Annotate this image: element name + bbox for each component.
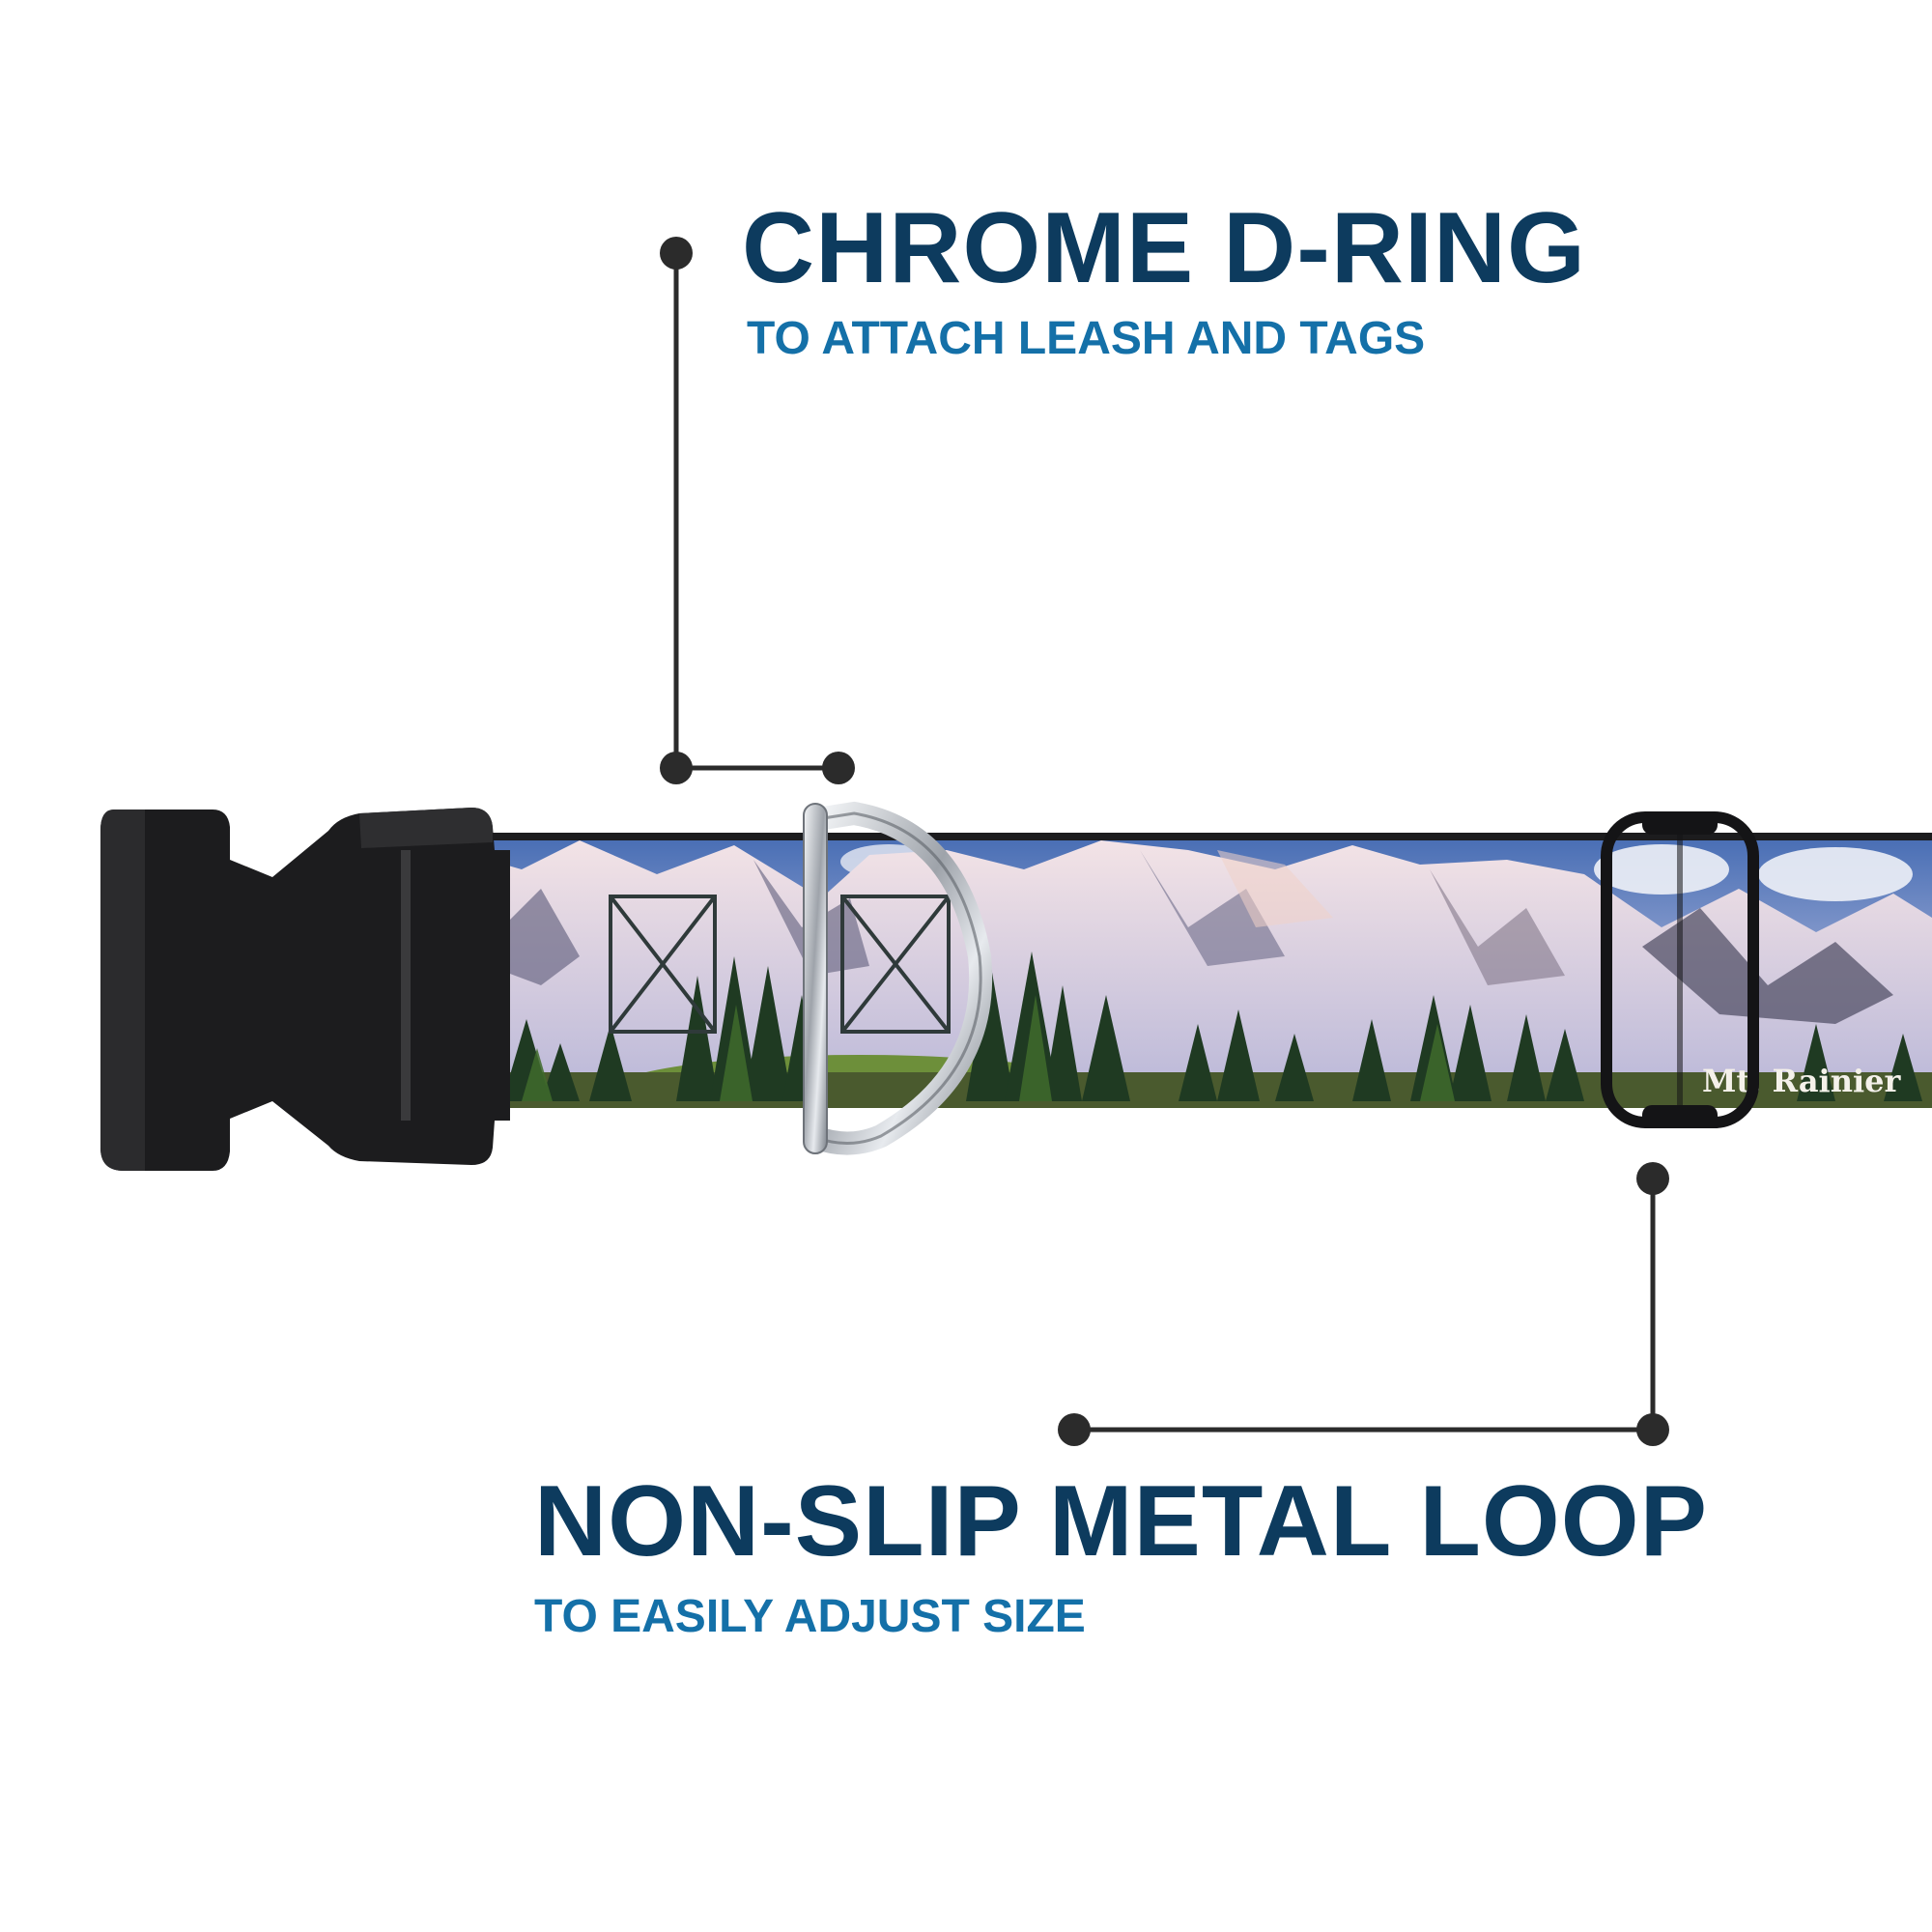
loop-callout-dot-end [1058, 1413, 1091, 1446]
loop-callout-dot-top [1636, 1162, 1669, 1195]
d-ring-callout-dot-top [660, 237, 693, 270]
loop-feature-title: NON-SLIP METAL LOOP [534, 1465, 1709, 1577]
d-ring-callout-dot-corner [660, 752, 693, 784]
loop-callout-dot-corner [1636, 1413, 1669, 1446]
d-ring-callout-dot-end [822, 752, 855, 784]
d-ring-icon [803, 801, 993, 1155]
d-ring-callout [660, 237, 855, 784]
side-release-buckle-icon [100, 808, 510, 1171]
strap-stitching [609, 895, 951, 1034]
collar-print-label: Mt. Rainier [1702, 1063, 1901, 1099]
d-ring-feature-subtitle: TO ATTACH LEASH AND TAGS [747, 313, 1426, 364]
loop-callout [1058, 1162, 1669, 1446]
collar-strap: Mt. Rainier [406, 833, 1932, 1108]
d-ring-feature-title: CHROME D-RING [742, 192, 1586, 304]
loop-feature-subtitle: TO EASILY ADJUST SIZE [534, 1591, 1086, 1642]
slide-loop-icon [1601, 811, 1759, 1128]
